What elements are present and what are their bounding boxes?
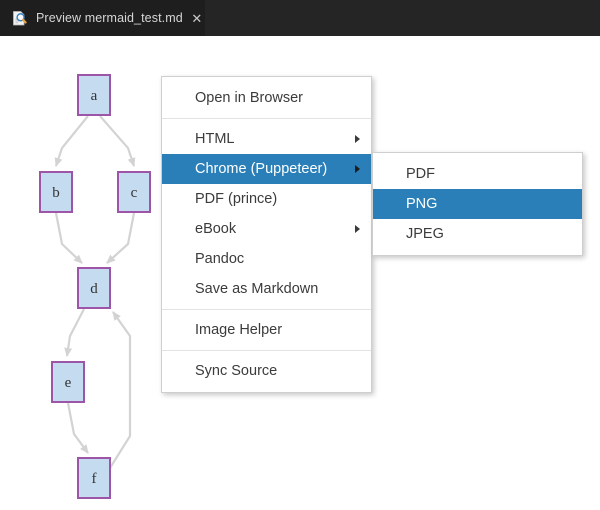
menu-item-label: HTML (195, 131, 235, 147)
menu-item-pandoc[interactable]: Pandoc (162, 244, 371, 274)
menu-item-label: eBook (195, 221, 237, 237)
chevron-right-icon (355, 225, 360, 233)
menu-item-label: Image Helper (195, 322, 283, 338)
submenu-item-jpeg[interactable]: JPEG (373, 219, 582, 249)
menu-item-html[interactable]: HTML (162, 124, 371, 154)
flowchart-nodes: a b c d e (39, 74, 151, 499)
node-a: a (77, 74, 111, 116)
edge-e-f (66, 402, 89, 454)
submenu-item-label: JPEG (406, 226, 444, 242)
edge-a-c (99, 115, 136, 167)
context-submenu: PDF PNG JPEG (372, 152, 583, 256)
node-label-b: b (52, 185, 60, 201)
node-label-f: f (92, 471, 97, 487)
chevron-right-icon (355, 135, 360, 143)
document-preview-icon (11, 10, 28, 27)
submenu-item-label: PNG (406, 196, 438, 212)
menu-item-label: PDF (prince) (195, 191, 278, 207)
edge-b-d (54, 212, 83, 264)
node-c: c (117, 171, 151, 213)
edge-d-e (64, 308, 85, 357)
edge-a-b (54, 115, 89, 167)
menu-item-sync-source[interactable]: Sync Source (162, 356, 371, 386)
edge-c-d (106, 212, 136, 264)
menu-item-open-in-browser[interactable]: Open in Browser (162, 83, 371, 113)
menu-item-chrome-puppeteer[interactable]: Chrome (Puppeteer) (162, 154, 371, 184)
close-icon[interactable]: ✕ (191, 10, 203, 26)
submenu-item-pdf[interactable]: PDF (373, 159, 582, 189)
title-bar: Preview mermaid_test.md ✕ (0, 0, 600, 36)
menu-item-label: Save as Markdown (195, 281, 319, 297)
menu-separator (162, 309, 371, 310)
node-d: d (77, 267, 111, 309)
menu-item-label: Open in Browser (195, 90, 303, 106)
submenu-item-label: PDF (406, 166, 435, 182)
menu-item-pdf-prince[interactable]: PDF (prince) (162, 184, 371, 214)
node-b: b (39, 171, 73, 213)
editor-tab-preview[interactable]: Preview mermaid_test.md ✕ (0, 0, 205, 36)
tab-title: Preview mermaid_test.md (36, 11, 183, 25)
menu-item-label: Sync Source (195, 363, 278, 379)
menu-separator (162, 350, 371, 351)
node-label-d: d (90, 281, 98, 297)
node-f: f (77, 457, 111, 499)
menu-item-ebook[interactable]: eBook (162, 214, 371, 244)
menu-item-image-helper[interactable]: Image Helper (162, 315, 371, 345)
node-label-a: a (91, 88, 98, 104)
menu-item-label: Chrome (Puppeteer) (195, 161, 328, 177)
submenu-item-png[interactable]: PNG (373, 189, 582, 219)
mermaid-flowchart: a b c d e (39, 74, 151, 499)
menu-separator (162, 118, 371, 119)
flowchart-edges (54, 115, 136, 469)
context-menu: Open in Browser HTML Chrome (Puppeteer) … (161, 76, 372, 393)
edge-f-d (109, 311, 132, 469)
menu-item-label: Pandoc (195, 251, 245, 267)
node-label-e: e (65, 375, 72, 391)
chevron-right-icon (355, 165, 360, 173)
node-e: e (51, 361, 85, 403)
node-label-c: c (131, 185, 138, 201)
menu-item-save-as-markdown[interactable]: Save as Markdown (162, 274, 371, 304)
